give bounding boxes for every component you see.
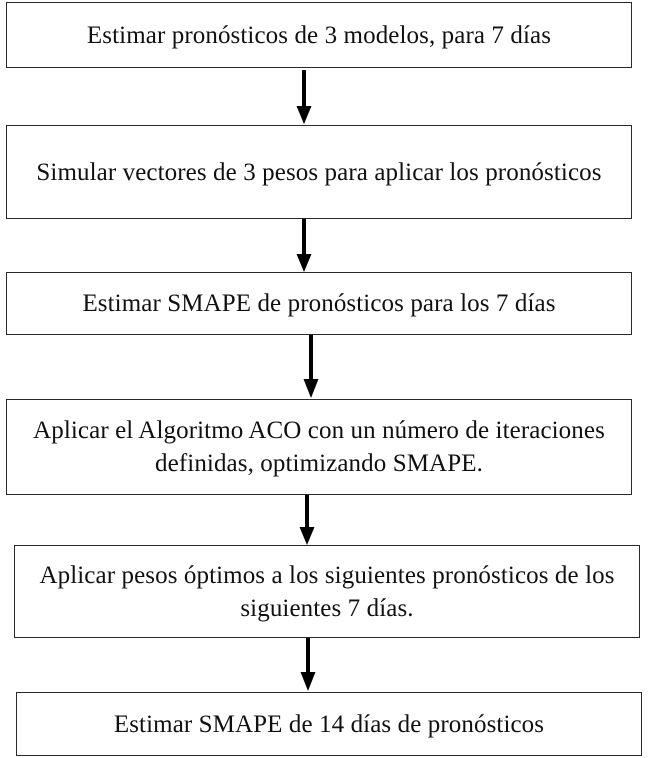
flow-edge-5 [300, 638, 316, 692]
flow-node-step-4[interactable]: Aplicar el Algoritmo ACO con un número d… [6, 399, 632, 495]
flow-edge-1 [296, 70, 312, 125]
flow-edge-2 [296, 219, 312, 273]
flow-node-step-1-label: Estimar pronósticos de 3 modelos, para 7… [86, 21, 552, 49]
flow-edge-3 [303, 335, 319, 399]
flow-edge-4 [299, 495, 315, 546]
flow-node-step-5-label: Aplicar pesos óptimos a los siguientes p… [39, 561, 615, 622]
flow-node-step-2[interactable]: Simular vectores de 3 pesos para aplicar… [6, 125, 632, 219]
flow-node-step-3[interactable]: Estimar SMAPE de pronósticos para los 7 … [6, 272, 632, 335]
flow-node-step-4-label: Aplicar el Algoritmo ACO con un número d… [33, 417, 605, 477]
flow-node-step-5[interactable]: Aplicar pesos óptimos a los siguientes p… [14, 545, 640, 638]
flow-node-step-6[interactable]: Estimar SMAPE de 14 días de pronósticos [16, 692, 642, 756]
flow-node-step-3-label: Estimar SMAPE de pronósticos para los 7 … [82, 290, 556, 317]
flow-node-step-2-label: Simular vectores de 3 pesos para aplicar… [36, 158, 602, 186]
flow-node-step-6-label: Estimar SMAPE de 14 días de pronósticos [113, 710, 545, 738]
flow-node-step-1[interactable]: Estimar pronósticos de 3 modelos, para 7… [6, 2, 632, 68]
